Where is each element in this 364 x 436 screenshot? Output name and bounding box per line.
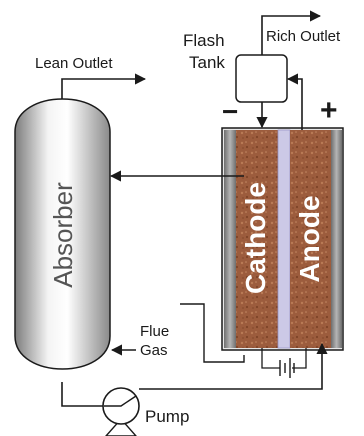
anode-to-flash-line: [286, 73, 303, 130]
pump-label: Pump: [145, 407, 190, 426]
cathode-electrode: [236, 130, 278, 348]
pump-to-anode-line: [139, 342, 328, 390]
electrochemical-cell: [221, 127, 344, 351]
pump: [102, 387, 140, 436]
rich-outlet-label: Rich Outlet: [266, 28, 341, 45]
right-current-collector: [331, 130, 342, 348]
left-current-collector: [224, 130, 236, 348]
plus-sign: +: [320, 94, 338, 127]
minus-sign: −: [222, 96, 239, 127]
absorber-label: Absorber: [48, 182, 78, 288]
lean-outlet-line: [61, 73, 147, 99]
flue-label: Flue: [140, 323, 170, 340]
cathode-feed-line: [180, 303, 245, 363]
absorber-to-pump-line: [61, 382, 103, 407]
anode-electrode: [290, 130, 331, 348]
flash-label: Flash: [183, 31, 225, 50]
flash-tank: [235, 54, 288, 103]
tank-label: Tank: [189, 53, 225, 72]
gas-label: Gas: [140, 342, 168, 359]
membrane: [277, 129, 291, 349]
anode-label: Anode: [294, 195, 325, 283]
cathode-label: Cathode: [240, 182, 271, 294]
power-source: [261, 348, 307, 378]
absorber-column: [14, 98, 111, 370]
rich-outlet-line: [261, 10, 322, 55]
lean-outlet-label: Lean Outlet: [35, 55, 113, 72]
